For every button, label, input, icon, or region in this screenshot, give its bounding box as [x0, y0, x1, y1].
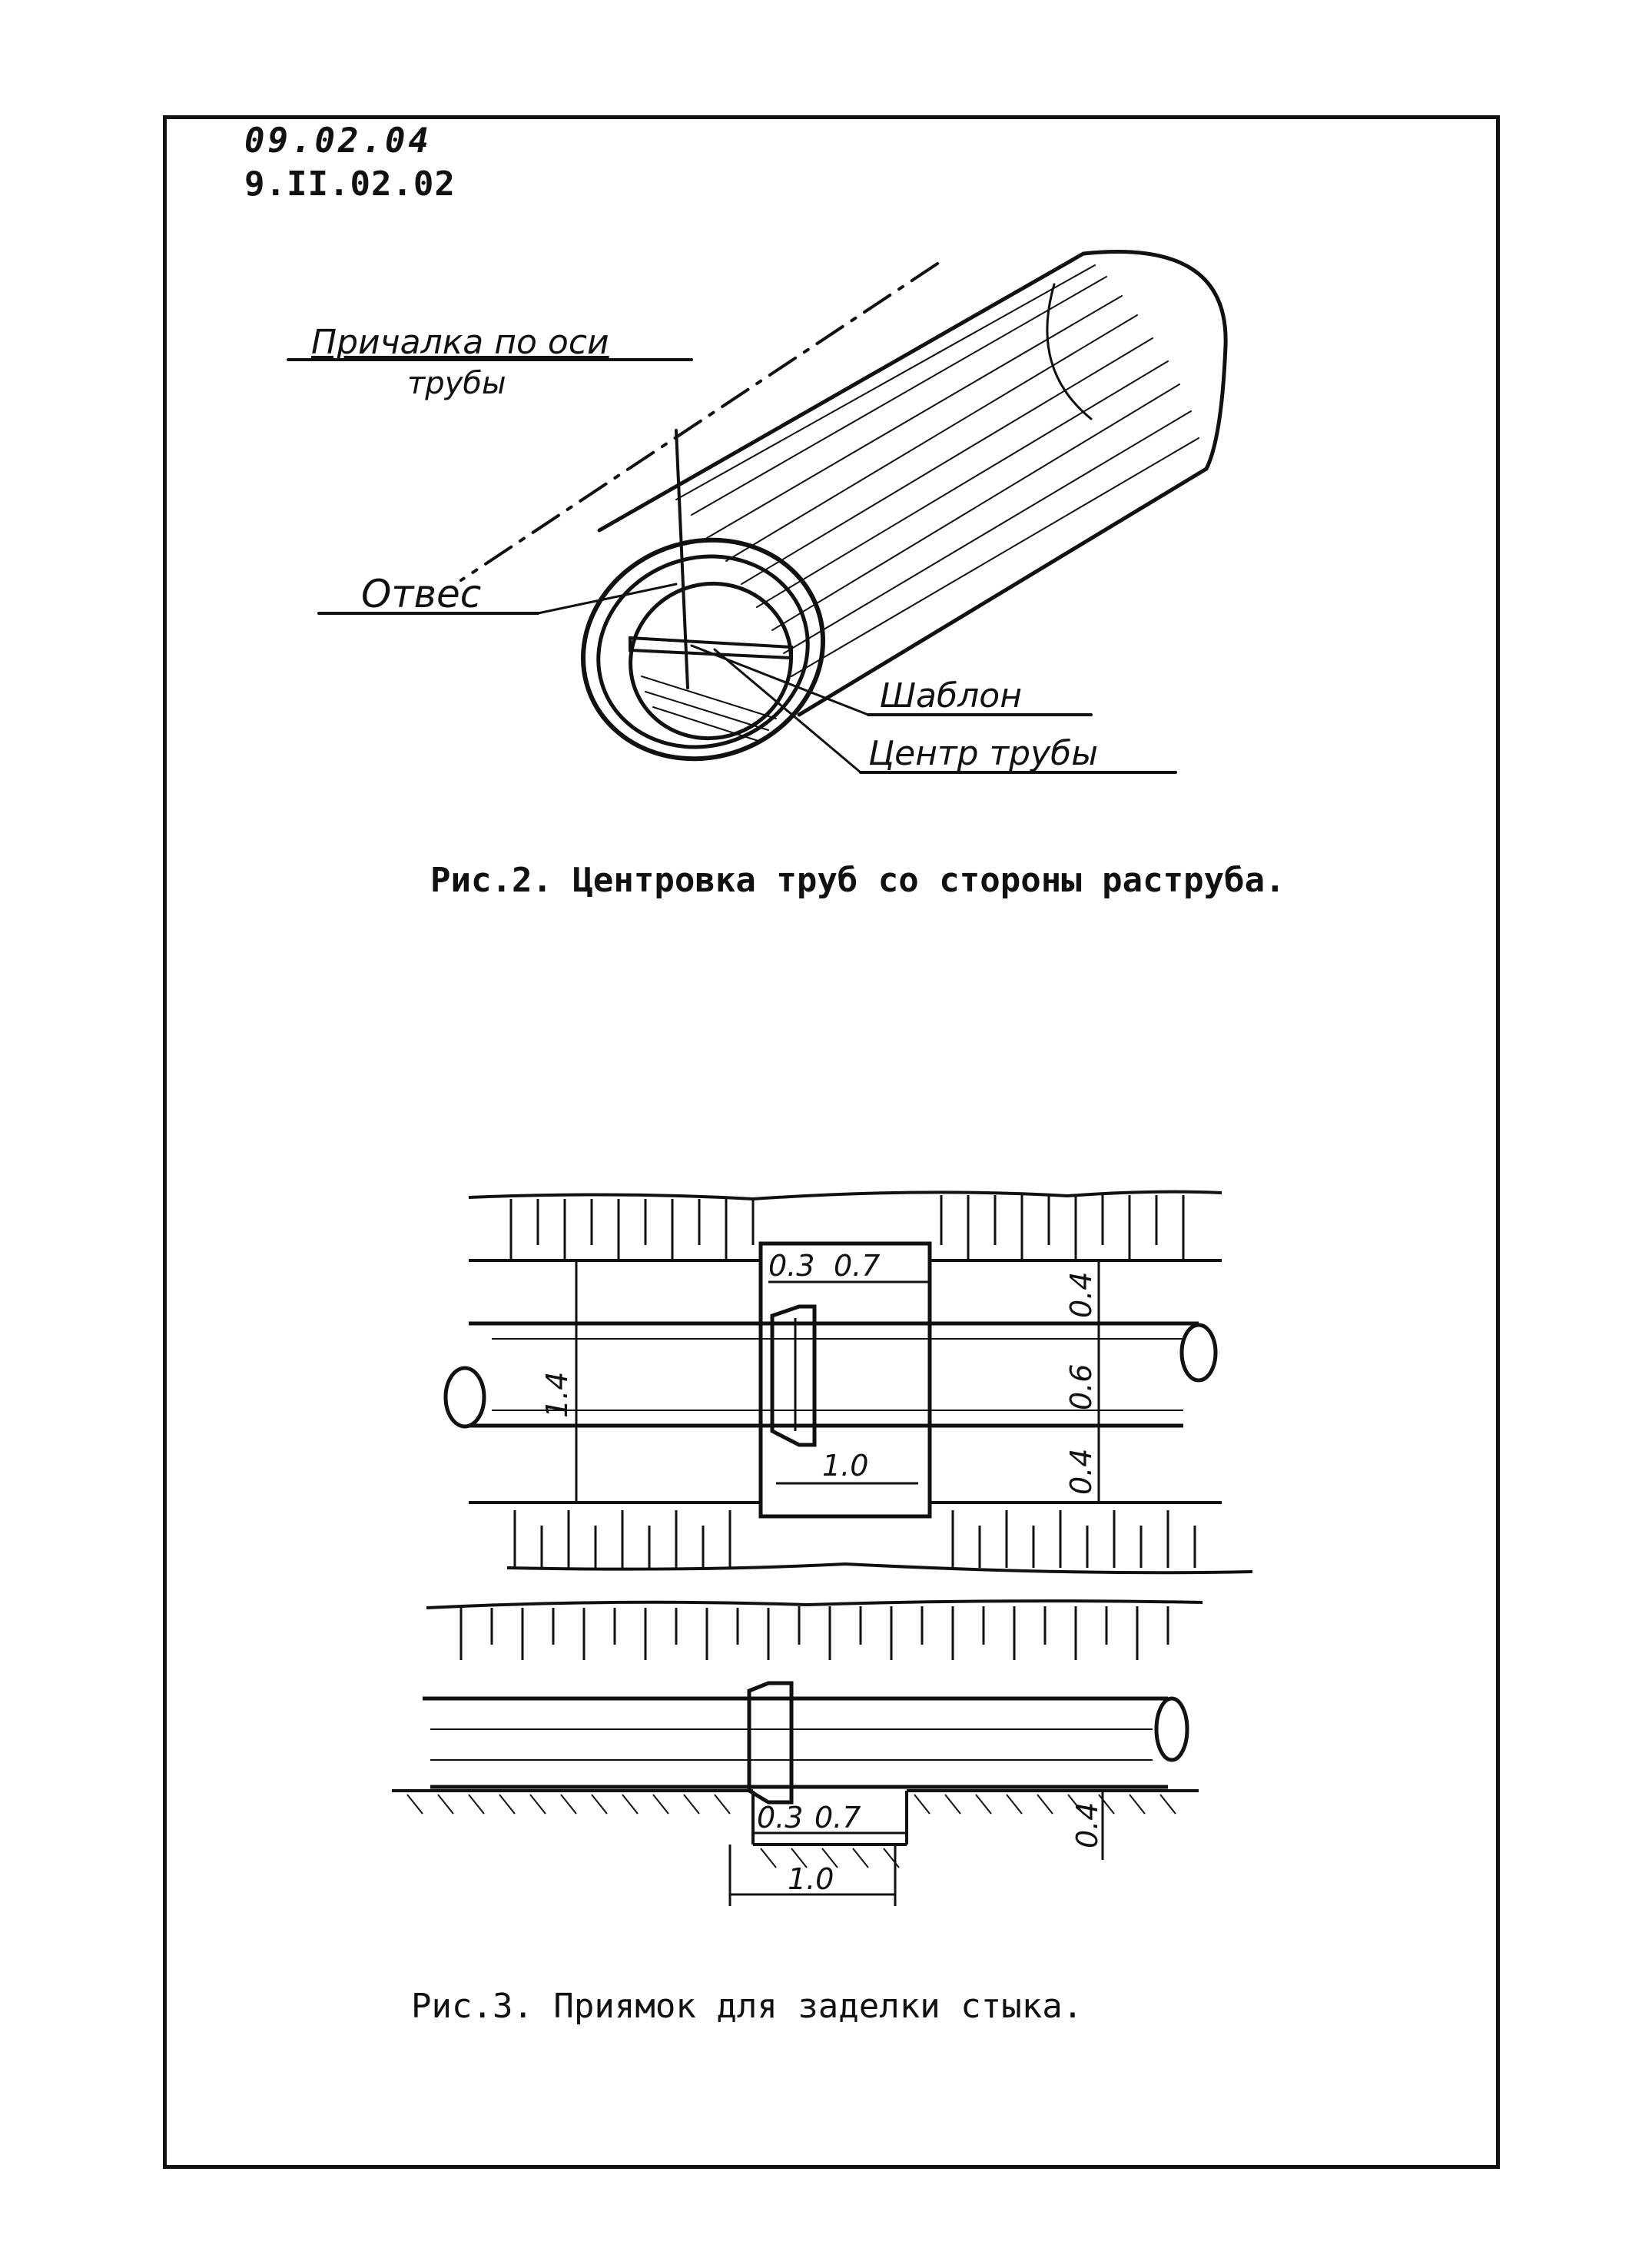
- bell-inner-ring: [596, 554, 810, 749]
- center-leader: [713, 648, 862, 774]
- figure-2-caption: Рис.2. Центровка труб со стороны раструб…: [430, 861, 1285, 900]
- bell-outer-ring: [580, 537, 826, 762]
- figure-3-section-view: [392, 1599, 1203, 1906]
- label-plumb: Отвес: [361, 572, 481, 616]
- section-top-hatch: [459, 1606, 1169, 1660]
- section-dim-1-0: 1.0: [788, 1862, 834, 1896]
- pipe-section: [423, 1696, 1168, 1789]
- label-axis-line-1: Причалка по оси: [311, 323, 609, 362]
- trench-top-hatch: [509, 1195, 1185, 1260]
- template-bar: [629, 636, 793, 660]
- figure-2-pipe-drawing: [287, 250, 1228, 774]
- pipe-far-inner: [1046, 283, 1093, 420]
- pipe-bottom-edge: [797, 467, 1209, 717]
- ground-hatch: [406, 1794, 1176, 1868]
- axis-line: [459, 262, 939, 582]
- pipe-plan: [469, 1321, 1199, 1428]
- plan-dim-0-4-top: 0.4: [1064, 1272, 1098, 1318]
- section-dim-0-7: 0.7: [814, 1801, 861, 1835]
- plan-dim-1-4: 1.4: [540, 1372, 574, 1418]
- label-pipe-center: Центр трубы: [868, 734, 1098, 773]
- pipe-far-end: [1081, 250, 1228, 471]
- document-code-bottom: 9.II.02.02: [244, 164, 456, 204]
- document-code-top: 09.02.04: [244, 121, 432, 161]
- figure-3-caption: Рис.3. Приямок для заделки стыка.: [411, 1987, 1083, 2026]
- pipe-top-edge: [597, 251, 1086, 533]
- label-axis-line-2: трубы: [407, 366, 506, 401]
- plumb-leader: [536, 583, 678, 615]
- bore-shading: [641, 676, 777, 742]
- label-template: Шаблон: [880, 676, 1022, 716]
- pit-outline: [758, 1241, 932, 1519]
- bell-section: [747, 1681, 794, 1805]
- figure-3-plan-view: [443, 1190, 1253, 1575]
- pipe-shading: [675, 264, 1199, 677]
- plan-dim-0-4-bottom: 0.4: [1064, 1449, 1098, 1495]
- plan-dim-0-3: 0.3: [768, 1249, 814, 1283]
- template-leader: [690, 644, 870, 716]
- plan-dim-1-0: 1.0: [822, 1449, 868, 1483]
- section-dim-0-4: 0.4: [1070, 1802, 1104, 1848]
- trench-bottom-hatch: [513, 1510, 1196, 1568]
- bell-plan: [770, 1304, 817, 1447]
- drawing-frame: [163, 115, 1500, 2169]
- section-dim-0-3: 0.3: [757, 1801, 803, 1835]
- plan-dim-0-7: 0.7: [834, 1249, 880, 1283]
- plumb-line: [675, 429, 689, 689]
- plan-dim-0-6: 0.6: [1064, 1364, 1098, 1410]
